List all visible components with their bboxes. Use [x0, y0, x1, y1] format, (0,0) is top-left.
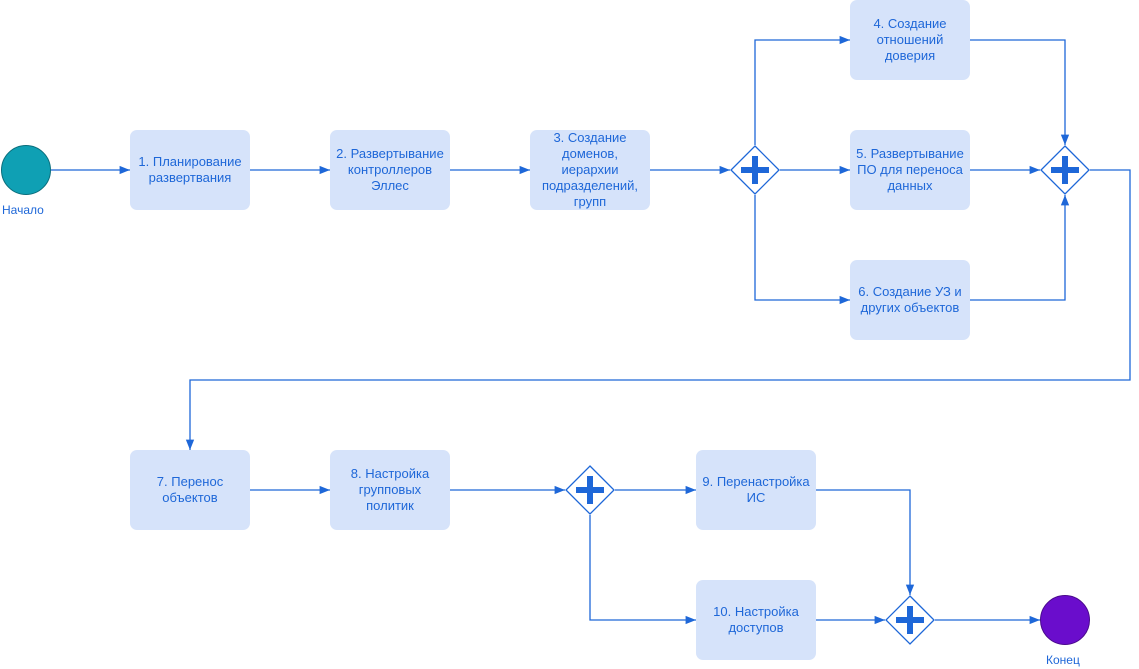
parallel-gateway-join-2[interactable]	[885, 595, 935, 645]
flow-t4-g2	[970, 39, 1070, 145]
flow-t6-g2	[970, 195, 1070, 301]
task-2-deploy-controllers[interactable]: 2. Развертывание контроллеров Эллес	[330, 130, 450, 210]
flow-g1-t6	[754, 195, 850, 305]
start-event-label: Начало	[2, 203, 44, 217]
task-4-trust-relations[interactable]: 4. Создание отношений доверия	[850, 0, 970, 80]
flow-g2-t7	[185, 169, 1131, 450]
task-3-create-domains[interactable]: 3. Создание доменов, иерархии подразделе…	[530, 130, 650, 210]
task-6-create-accounts[interactable]: 6. Создание УЗ и других объектов	[850, 260, 970, 340]
task-9-reconfigure-is[interactable]: 9. Перенастройка ИС	[696, 450, 816, 530]
task-8-group-policies[interactable]: 8. Настройка групповых политик	[330, 450, 450, 530]
parallel-gateway-join-1[interactable]	[1040, 145, 1090, 195]
task-10-access-setup[interactable]: 10. Настройка доступов	[696, 580, 816, 660]
flow-g3-t10	[589, 515, 696, 625]
flow-t9-g4	[816, 489, 915, 595]
end-event-label: Конец	[1046, 653, 1080, 667]
task-5-deploy-migration-software[interactable]: 5. Развертывание ПО для переноса данных	[850, 130, 970, 210]
parallel-gateway-split-1[interactable]	[730, 145, 780, 195]
task-1-planning[interactable]: 1. Планирование развертвания	[130, 130, 250, 210]
task-7-migrate-objects[interactable]: 7. Перенос объектов	[130, 450, 250, 530]
parallel-gateway-split-2[interactable]	[565, 465, 615, 515]
flow-g1-t4	[754, 35, 850, 145]
start-event[interactable]	[1, 145, 51, 195]
end-event[interactable]	[1040, 595, 1090, 645]
